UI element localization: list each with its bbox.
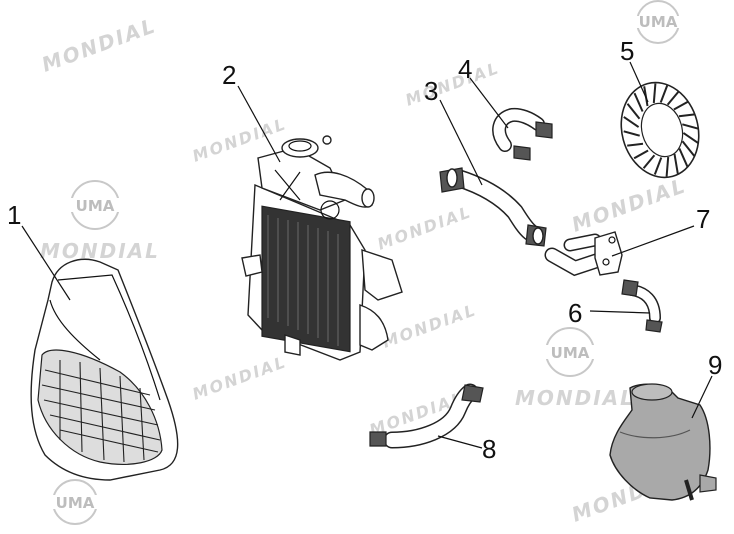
fan-blade [623, 130, 640, 137]
part-1-radiator-cover [30, 258, 179, 481]
fan-blade [642, 154, 656, 169]
fan-blade [673, 100, 689, 111]
leader-line-1 [21, 225, 71, 301]
callout-number-6: 6 [568, 298, 582, 328]
callout-number-4: 4 [458, 54, 472, 84]
callout-number-3: 3 [424, 76, 438, 106]
fan-blade [682, 132, 699, 144]
leader-line-5 [629, 61, 649, 103]
uma-logo: UMA [47, 479, 103, 525]
callout-number-5: 5 [620, 36, 634, 66]
fan-blade [652, 83, 657, 104]
fan-blade [623, 116, 640, 128]
callout-number-8: 8 [482, 434, 496, 464]
fan-blade [633, 92, 644, 112]
fan-blade [678, 148, 689, 168]
watermark-text: MONDIAL [380, 300, 479, 352]
watermark-text: MONDIAL [190, 352, 289, 404]
fan-blade [682, 123, 699, 130]
part-7-pipe-fitting [544, 231, 623, 277]
fan-blade [678, 113, 695, 118]
leader-line-8 [437, 435, 483, 449]
watermark-text: MONDIAL [39, 13, 160, 77]
leader-lines [21, 61, 713, 449]
svg-text:UMA: UMA [551, 344, 590, 362]
svg-text:UMA: UMA [639, 13, 678, 31]
uma-logo: UMA [540, 327, 600, 377]
leader-line-7 [611, 225, 695, 257]
part-5-cooling-fan [620, 81, 700, 179]
svg-text:UMA: UMA [76, 197, 115, 215]
fan-blade [665, 156, 670, 177]
part-8-lower-hose [369, 383, 484, 449]
part-9-expansion-tank [609, 383, 717, 501]
fan-blade [666, 91, 680, 106]
uma-logo: UMA [65, 180, 125, 230]
part-2-radiator [241, 135, 403, 361]
leader-line-2 [237, 85, 281, 163]
fan-blade [626, 103, 641, 120]
callout-number-1: 1 [7, 200, 21, 230]
watermark-text: MONDIAL [40, 239, 160, 263]
leader-line-6 [589, 310, 651, 314]
callout-number-2: 2 [222, 60, 236, 90]
watermark-text: MONDIAL [375, 202, 474, 254]
watermark-text: MONDIAL [569, 173, 690, 237]
part-4-elbow-hose [492, 107, 553, 161]
fan-blade [659, 85, 669, 103]
fan-blade [627, 142, 644, 147]
callout-numbers: 1 2 3 4 5 6 7 8 9 [7, 36, 722, 464]
leader-line-4 [469, 77, 509, 129]
callout-number-7: 7 [696, 204, 710, 234]
fan-blade [653, 157, 663, 175]
fan-blade [673, 153, 679, 174]
watermark-text: MONDIAL [515, 386, 635, 410]
uma-logo: UMA [632, 0, 684, 44]
svg-text:UMA: UMA [56, 494, 95, 512]
fan-blade [681, 140, 696, 157]
watermark-text: MONDIAL [403, 58, 502, 110]
callout-number-9: 9 [708, 350, 722, 380]
part-6-elbow-pipe [621, 279, 663, 333]
fan-blade [633, 149, 649, 160]
part-3-hose [439, 167, 547, 247]
leader-line-3 [439, 99, 483, 186]
leader-line-9 [691, 375, 713, 419]
